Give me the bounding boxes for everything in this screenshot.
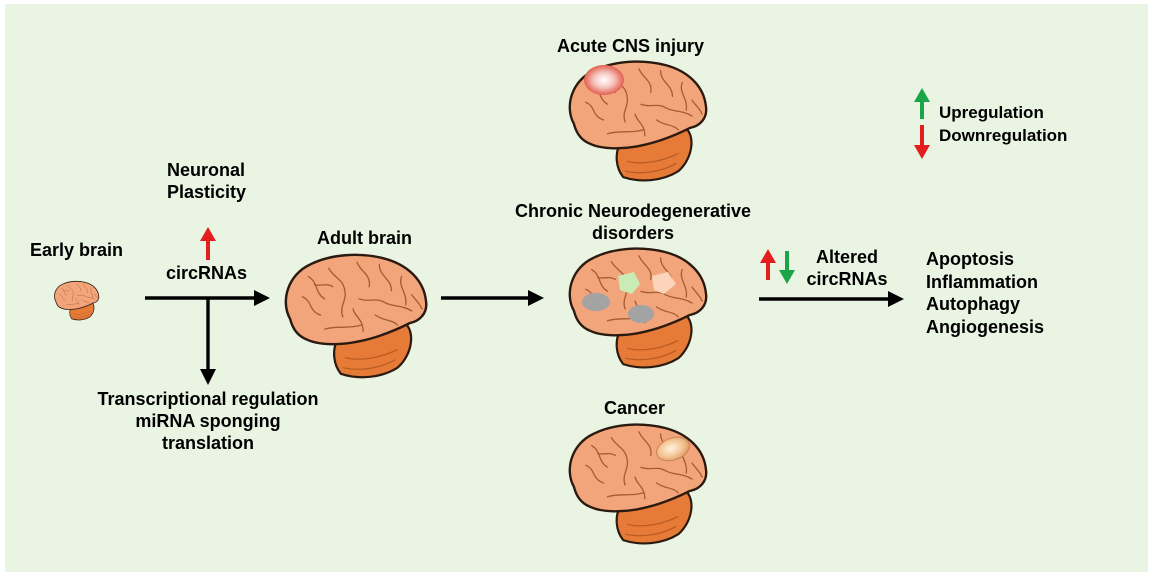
adult-brain-label: Adult brain (317, 228, 412, 248)
outcomes-list: Apoptosis Inflammation Autophagy Angioge… (926, 249, 1045, 338)
acute-cns-injury-label: Acute CNS injury (557, 36, 705, 56)
early-brain-image (53, 280, 100, 321)
up-arrow-icon (760, 249, 776, 280)
chronic-neurodegenerative-label: Chronic Neurodegenerative disorders (514, 201, 752, 243)
tumor (656, 436, 690, 462)
gray-plaque (628, 305, 654, 323)
legend-downregulation: Downregulation (939, 126, 1068, 145)
circrnas-label: circRNAs (166, 263, 248, 283)
cancer-label: Cancer (604, 398, 666, 418)
early-brain-label: Early brain (30, 240, 124, 260)
green-plaque (618, 272, 640, 294)
legend-down-arrow-icon (914, 125, 930, 159)
gray-plaque (582, 293, 610, 311)
peach-plaque (652, 272, 676, 294)
regulation-list: Transcriptional regulation miRNA spongin… (97, 389, 319, 453)
altered-circrnas-label: Altered circRNAs (806, 247, 888, 289)
up-arrow-icon (200, 227, 216, 260)
adult-brain-image (284, 253, 428, 379)
injury-lesion (584, 65, 624, 95)
legend-upregulation: Upregulation (939, 103, 1044, 122)
neuronal-plasticity-label: Neuronal Plasticity (167, 160, 247, 202)
legend-up-arrow-icon (914, 88, 930, 119)
down-arrow-icon (779, 251, 795, 284)
